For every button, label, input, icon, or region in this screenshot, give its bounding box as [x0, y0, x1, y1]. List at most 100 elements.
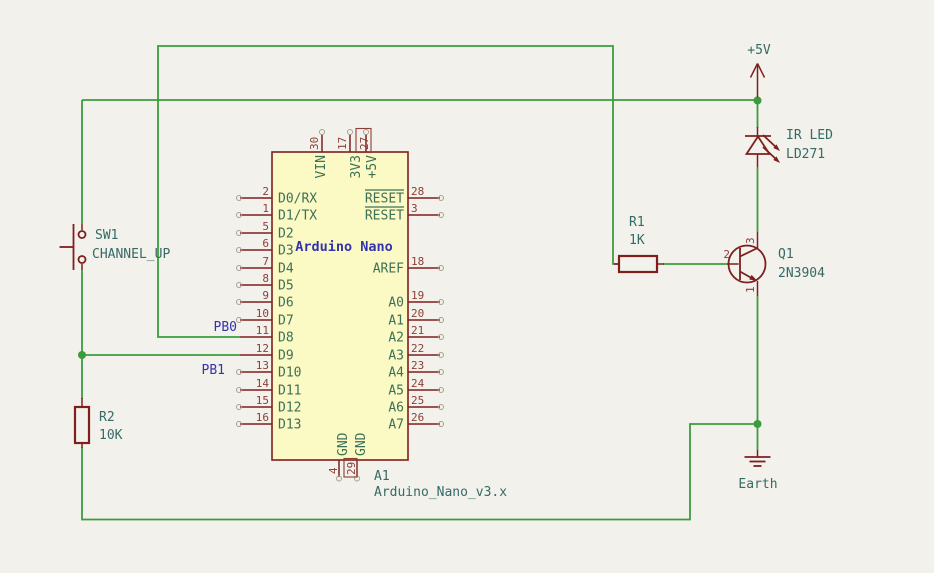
r1-value: 1K — [629, 233, 645, 248]
pin-number: 26 — [411, 411, 424, 424]
pin-name: D12 — [278, 401, 301, 416]
earth-label: Earth — [738, 477, 777, 492]
pin-name: D9 — [278, 349, 294, 364]
arduino-body — [271, 151, 409, 461]
q1-collector-line — [739, 247, 758, 258]
pin-name: D3 — [278, 244, 294, 259]
pin-name: A3 — [388, 349, 404, 364]
sw1-symbol: SW1 CHANNEL_UP — [59, 224, 170, 270]
pin-name: D7 — [278, 314, 294, 329]
pin-number: 3 — [411, 202, 418, 215]
led-symbol: IR LED LD271 — [744, 127, 833, 167]
pin-name: A5 — [388, 384, 404, 399]
pin-number: 4 — [327, 467, 340, 474]
junction-dot-ground — [753, 420, 762, 428]
sw1-value: CHANNEL_UP — [92, 247, 170, 262]
pin-name: D0/RX — [278, 192, 317, 207]
pin-number: 10 — [256, 307, 269, 320]
pin-number: 14 — [256, 377, 270, 390]
pin-number: 9 — [262, 289, 269, 302]
arduino-reference: A1 — [374, 469, 390, 484]
pin-number: 5 — [262, 220, 269, 233]
pin-number: 11 — [256, 324, 269, 337]
pin-number: 27 — [358, 137, 371, 150]
pin-number: 23 — [411, 359, 424, 372]
pin-number: 1 — [262, 202, 269, 215]
arduino-top-pins: 30 17 27 VIN 3V3 +5V — [308, 127, 380, 179]
pin-name: D8 — [278, 331, 294, 346]
pin-name: A2 — [388, 331, 404, 346]
pin-number: 13 — [256, 359, 269, 372]
pin-number: 28 — [411, 185, 424, 198]
pin-number: 7 — [262, 255, 269, 268]
pin-name: A0 — [388, 296, 404, 311]
pin-name: A1 — [388, 314, 404, 329]
wires — [78, 45, 762, 521]
pin-number: 21 — [411, 324, 424, 337]
net-label-pb1: PB1 — [202, 363, 225, 378]
pin-name: +5V — [365, 155, 380, 179]
r1-symbol: R1 1K — [614, 215, 664, 274]
pin-name: D1/TX — [278, 209, 317, 224]
pin-number: 18 — [411, 255, 424, 268]
r1-body — [617, 254, 659, 274]
pin-name: D6 — [278, 296, 294, 311]
pin-number: 6 — [262, 237, 269, 250]
q1-symbol: 2 3 1 Q1 2N3904 — [723, 232, 825, 296]
pin-number: 15 — [256, 394, 269, 407]
pin-name: D11 — [278, 384, 301, 399]
pin-number: 22 — [411, 342, 424, 355]
pin-name: D10 — [278, 366, 301, 381]
pin-name: A6 — [388, 401, 404, 416]
pin-name: D4 — [278, 262, 294, 277]
sw1-reference: SW1 — [95, 228, 118, 243]
pin-number: 12 — [256, 342, 269, 355]
earth-ground-symbol: Earth — [738, 450, 778, 492]
pin-name: RESET — [365, 192, 404, 207]
arduino-nano-symbol: 2 1 5 6 7 8 9 10 11 12 13 14 15 16 D0/RX… — [236, 127, 507, 500]
r2-value: 10K — [99, 428, 123, 443]
pin-name: D13 — [278, 418, 301, 433]
junction-dot-5v — [753, 96, 762, 105]
arduino-bottom-pins: 4 29 GND GND — [327, 432, 369, 482]
pin-number: 24 — [411, 377, 425, 390]
q1-emitter-arrow — [749, 274, 758, 281]
led-value: LD271 — [786, 147, 825, 162]
q1-pin-base-number: 2 — [723, 248, 730, 261]
pin-number: 20 — [411, 307, 424, 320]
pin-name: D2 — [278, 227, 294, 242]
power-flag-5v-label: +5V — [747, 43, 771, 58]
pin-name: GND — [354, 432, 369, 456]
q1-pin-emitter-number: 1 — [744, 286, 757, 293]
arduino-left-pins: 2 1 5 6 7 8 9 10 11 12 13 14 15 16 D0/RX… — [236, 185, 317, 433]
wire-r2-to-ground-rail — [81, 423, 758, 521]
arduino-value: Arduino_Nano_v3.x — [374, 485, 507, 500]
pin27-number-box — [355, 127, 372, 154]
net-label-pb0: PB0 — [214, 320, 237, 335]
pin-name: GND — [336, 432, 351, 456]
junction-dot-pb1 — [78, 351, 86, 359]
pin-number: 30 — [308, 137, 321, 150]
wire-pb0-net — [157, 45, 618, 338]
pin-name: A4 — [388, 366, 404, 381]
pin-number: 2 — [262, 185, 269, 198]
pin-number: 25 — [411, 394, 424, 407]
arduino-right-pins: 28 3 18 19 20 21 22 23 24 25 26 RESET RE… — [365, 185, 444, 433]
r1-reference: R1 — [629, 215, 645, 230]
q1-reference: Q1 — [778, 247, 794, 262]
pin-name: 3V3 — [349, 155, 364, 178]
pin-name: RESET — [365, 209, 404, 224]
arduino-title: Arduino Nano — [295, 239, 393, 255]
pin-name: D5 — [278, 279, 294, 294]
r2-reference: R2 — [99, 410, 115, 425]
q1-pin-collector-number: 3 — [744, 237, 757, 244]
pin-name: AREF — [373, 262, 404, 277]
power-flag-5v: +5V — [747, 43, 771, 98]
pin-name: VIN — [314, 155, 329, 178]
pin-number: 29 — [345, 462, 358, 475]
pin-name: A7 — [388, 418, 404, 433]
r2-body — [73, 405, 91, 445]
led-triangle — [744, 134, 772, 155]
